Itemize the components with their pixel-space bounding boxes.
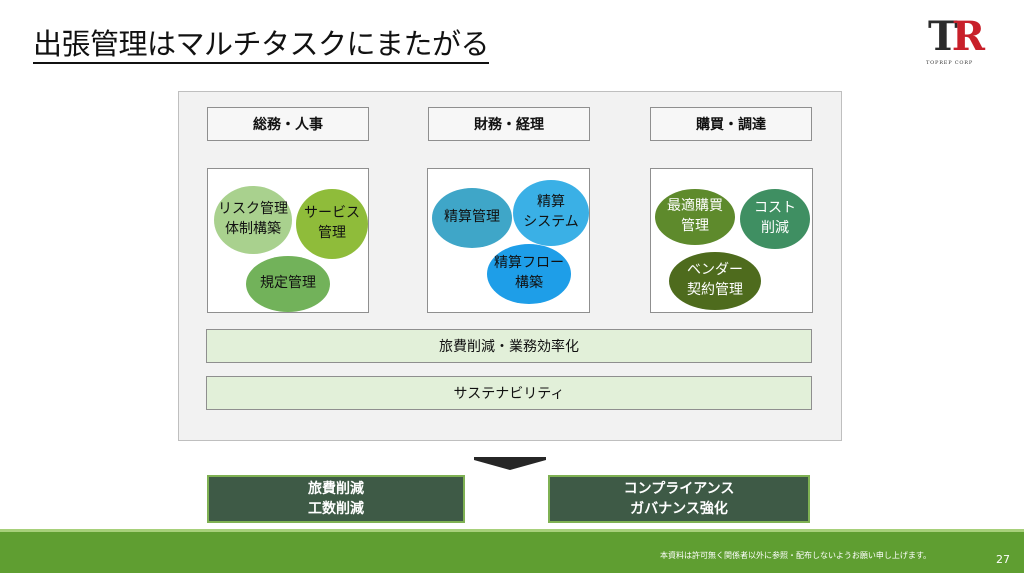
band-efficiency: 旅費削減・業務効率化	[206, 329, 812, 363]
logo-mark: TR	[928, 13, 986, 60]
circle-expense-management: 精算管理	[432, 188, 512, 248]
company-logo: TR TOPREP CORP	[924, 14, 988, 74]
column-header-general-affairs: 総務・人事	[207, 107, 369, 141]
circle-expense-flow: 精算フロー 構築	[487, 244, 571, 304]
footer-disclaimer: 本資料は許可無く関係者以外に参照・配布しないようお願い申し上げます。	[660, 551, 932, 560]
circle-service-management: サービス 管理	[296, 189, 368, 259]
column-header-finance: 財務・経理	[428, 107, 590, 141]
circle-vendor-contract: ベンダー 契約管理	[669, 252, 761, 310]
outcome-compliance: コンプライアンス ガバナンス強化	[548, 475, 810, 523]
logo-subtitle: TOPREP CORP	[926, 60, 974, 66]
down-arrow-icon	[474, 457, 546, 470]
page-number: 27	[996, 553, 1010, 566]
circle-risk-management: リスク管理 体制構築	[214, 186, 292, 254]
outcome-cost-reduction: 旅費削減 工数削減	[207, 475, 465, 523]
circle-expense-system: 精算 システム	[513, 180, 589, 246]
footer-bar	[0, 532, 1024, 573]
band-sustainability: サステナビリティ	[206, 376, 812, 410]
column-header-procurement: 購買・調達	[650, 107, 812, 141]
circle-regulation-management: 規定管理	[246, 256, 330, 312]
circle-optimal-purchasing: 最適購買 管理	[655, 189, 735, 245]
page-title: 出張管理はマルチタスクにまたがる	[33, 27, 490, 65]
circle-cost-reduction: コスト 削減	[740, 189, 810, 249]
footer-divider	[0, 529, 1024, 532]
